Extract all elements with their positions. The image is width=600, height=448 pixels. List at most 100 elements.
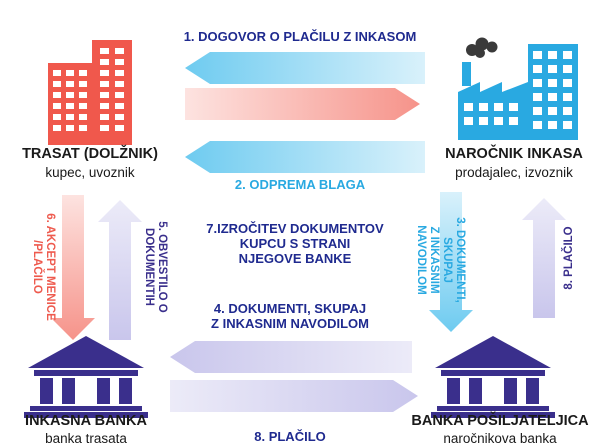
window (494, 103, 503, 111)
window (533, 79, 542, 87)
step-3-label: 3. DOKUMENTI, SKUPAJ Z INKASNIM NAVODILO… (410, 200, 466, 320)
bank-icon (24, 336, 148, 418)
window (115, 92, 124, 98)
window (66, 114, 74, 120)
window (115, 114, 124, 120)
arrow-1-agreement (185, 52, 425, 84)
window (533, 93, 542, 101)
window (53, 125, 61, 131)
remitting-bank-subtitle: naročnikova banka (443, 431, 557, 446)
principal-title: NAROČNIK INKASA (445, 146, 583, 162)
window (79, 103, 87, 109)
window (53, 70, 61, 76)
remitting-bank-title: BANKA POŠILJATELJICA (411, 413, 589, 429)
window (548, 107, 557, 115)
window (100, 92, 109, 98)
step-7-line: 7.IZROČITEV DOKUMENTOV (206, 221, 384, 236)
arrow-5-notice (98, 200, 142, 340)
window (100, 114, 109, 120)
window (53, 103, 61, 109)
window (115, 125, 124, 131)
window (548, 121, 557, 129)
step-3-line: SKUPAJ (441, 237, 454, 283)
arrow-3-documents (429, 192, 473, 332)
window (100, 48, 109, 54)
window (464, 103, 473, 111)
collecting-bank-subtitle: banka trasata (45, 431, 127, 446)
window (53, 81, 61, 87)
window (479, 103, 488, 111)
step-3-line: NAVODILOM (415, 225, 428, 295)
window (115, 48, 124, 54)
arrow-2-return (185, 141, 425, 173)
window (533, 107, 542, 115)
step-1-label: 1. DOGOVOR O PLAČILU Z INKASOM (183, 29, 417, 44)
window (115, 103, 124, 109)
drawee-subtitle: kupec, uvoznik (45, 165, 135, 180)
window (548, 79, 557, 87)
window (66, 81, 74, 87)
step-7-line: NJEGOVE BANKE (238, 250, 352, 266)
window (100, 70, 109, 76)
window (494, 117, 503, 125)
window (563, 51, 572, 59)
arrow-8-payment-right (522, 198, 566, 318)
arrow-4-documents (170, 341, 412, 373)
collecting-bank-title: INKASNA BANKA (25, 413, 147, 429)
window (100, 125, 109, 131)
window (563, 121, 572, 129)
window (563, 107, 572, 115)
window (66, 70, 74, 76)
arrow-8-payment-bottom (170, 380, 418, 412)
window (66, 92, 74, 98)
step-4-line: 4. DOKUMENTI, SKUPAJ (213, 301, 367, 316)
window (79, 70, 87, 76)
window (100, 103, 109, 109)
step-6-line: /PLAČILO (31, 240, 44, 294)
window (533, 65, 542, 73)
step-7-line: KUPCU S STRANI (239, 235, 351, 251)
window (479, 117, 488, 125)
bank-icon (431, 336, 555, 418)
factory-icon (458, 37, 578, 140)
step-4-line: Z INKASNIM NAVODILOM (211, 315, 369, 331)
window (509, 117, 518, 125)
window (79, 114, 87, 120)
step-6-label: 6. AKCEPT MENICE /PLAČILO (26, 202, 56, 332)
window (563, 93, 572, 101)
window (66, 125, 74, 131)
arrow-6-acceptance (51, 195, 95, 340)
window (79, 125, 87, 131)
window (533, 51, 542, 59)
window (464, 117, 473, 125)
step-4-label: 4. DOKUMENTI, SKUPAJ Z INKASNIM NAVODILO… (160, 301, 420, 332)
window (563, 79, 572, 87)
step-8-right-label: 8. PLAČILO (563, 226, 575, 290)
step-5-line: 5. OBVESTILO O (156, 221, 168, 313)
window (115, 81, 124, 87)
step-5-line: DOKUMENTIH (143, 228, 156, 306)
window (53, 114, 61, 120)
step-7-label: 7.IZROČITEV DOKUMENTOV KUPCU S STRANI NJ… (175, 221, 415, 267)
window (115, 59, 124, 65)
arrow-goods-shipment (185, 88, 420, 120)
window (548, 51, 557, 59)
step-3-line: 3. DOKUMENTI, (454, 217, 466, 303)
window (548, 93, 557, 101)
principal-subtitle: prodajalec, izvoznik (455, 165, 573, 180)
window (533, 121, 542, 129)
drawee-title: TRASAT (DOLŽNIK) (22, 146, 158, 162)
step-6-line: 6. AKCEPT MENICE (44, 213, 56, 321)
window (100, 59, 109, 65)
step-3-line: Z INKASNIM (428, 226, 441, 294)
step-5-label: 5. OBVESTILO O DOKUMENTIH (138, 202, 168, 332)
window (79, 81, 87, 87)
window (66, 103, 74, 109)
step-8-bottom-label: 8. PLAČILO (254, 429, 326, 444)
window (548, 65, 557, 73)
window (100, 81, 109, 87)
window (563, 65, 572, 73)
window (53, 92, 61, 98)
